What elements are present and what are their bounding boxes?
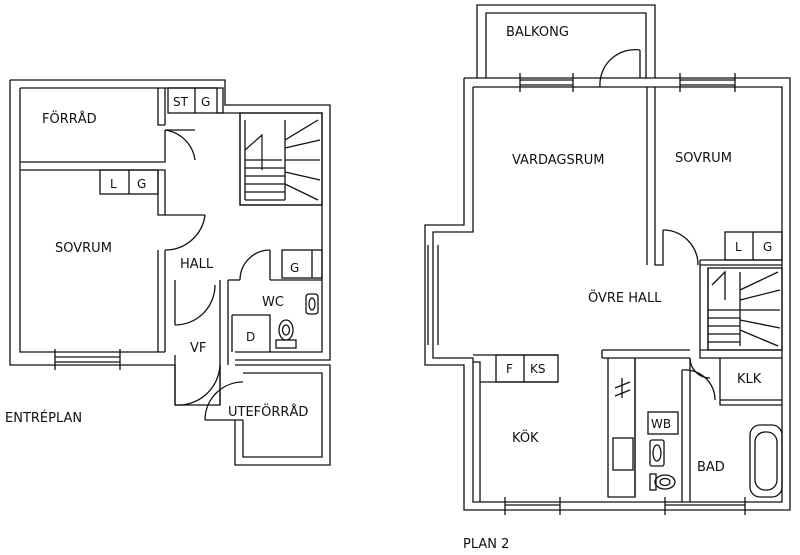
room-label-bad: BAD	[697, 460, 725, 475]
room-label-vardagsrum: VARDAGSRUM	[512, 153, 605, 168]
room-label-hall: HALL	[180, 257, 214, 272]
stove-icon	[614, 378, 631, 398]
entreplan	[9, 79, 331, 466]
fixture-boxes	[495, 231, 783, 435]
fixture-label-g: G	[290, 261, 299, 275]
fixture-label-g: G	[201, 95, 210, 109]
room-label-klk: KLK	[737, 372, 762, 387]
room-label-forrad: FÖRRÅD	[42, 110, 97, 127]
bathtub-icon	[749, 424, 783, 498]
fixture-label-g: G	[763, 240, 772, 254]
room-label-balkong: BALKONG	[506, 25, 569, 40]
fixture-label-wb: WB	[651, 417, 671, 431]
window	[54, 349, 121, 370]
staircase	[707, 267, 783, 351]
fixture-label-ks: KS	[530, 362, 546, 376]
room-label-uteforrad: UTEFÖRRÅD	[228, 403, 308, 420]
fixture-label-f: F	[506, 362, 513, 376]
windows	[427, 73, 746, 515]
room-label-wc: WC	[262, 295, 284, 310]
room-label-ovre-hall: ÖVRE HALL	[588, 289, 662, 306]
plan-caption-plan-2: PLAN 2	[463, 537, 509, 552]
fixture-label-st: ST	[173, 95, 189, 109]
sink-icon	[612, 437, 634, 471]
fixture-label-l: L	[110, 177, 117, 191]
plan-2	[424, 4, 791, 515]
room-label-vf: VF	[190, 341, 206, 356]
staircase	[239, 112, 323, 206]
washbasin-icon	[649, 439, 665, 467]
balcony-walls	[476, 4, 656, 78]
room-label-sovrum: SOVRUM	[55, 241, 112, 256]
fixture-label-l: L	[735, 240, 742, 254]
room-label-sovrum: SOVRUM	[675, 151, 732, 166]
door-arcs	[599, 48, 716, 401]
fixture-boxes	[99, 87, 323, 279]
fixture-label-g: G	[137, 177, 146, 191]
toilet-icon	[275, 293, 319, 349]
toilet-icon	[649, 473, 676, 491]
outer-walls	[424, 77, 791, 511]
fixture-label-d: D	[246, 330, 255, 344]
door-arcs	[164, 129, 271, 421]
plan-caption-entreplan: ENTRÉPLAN	[5, 410, 82, 426]
interior-walls	[473, 87, 782, 502]
room-label-kok: KÖK	[512, 429, 539, 446]
